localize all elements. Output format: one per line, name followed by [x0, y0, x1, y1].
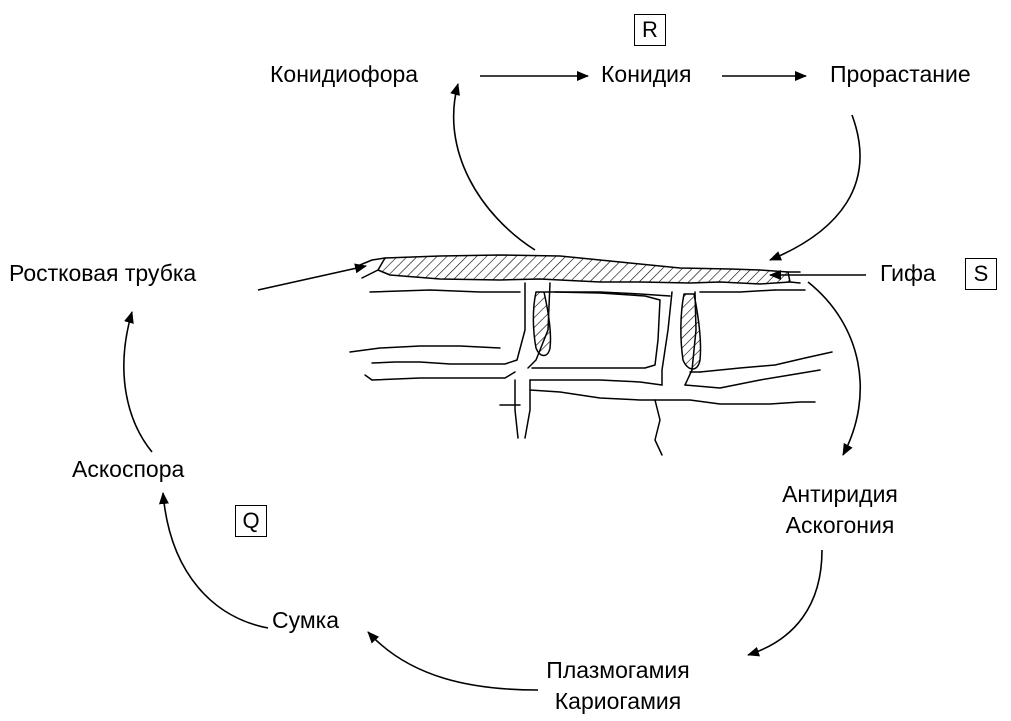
hypha-illustration: [350, 255, 832, 455]
arrow-ascospore-to-germ-tube: [124, 312, 152, 452]
label-conidium: Конидия: [601, 61, 691, 87]
label-karyogamy: Кариогамия: [538, 688, 698, 714]
arrow-ascogonium-to-plasmogamy: [748, 550, 822, 655]
marker-q: Q: [235, 505, 267, 537]
arrow-germination-to-hypha: [770, 115, 860, 260]
label-ascus: Сумка: [272, 607, 339, 633]
label-hypha: Гифа: [880, 260, 936, 286]
hyphal-wall-hatched: [378, 255, 790, 284]
arrow-hypha-to-conidiophore: [454, 84, 535, 250]
marker-r: R: [634, 14, 666, 46]
arrow-karyogamy-to-ascus: [368, 632, 538, 690]
label-ascospore: Аскоспора: [72, 456, 184, 482]
label-conidiophore: Конидиофора: [270, 61, 418, 87]
arrow-hypha-to-antheridium: [808, 282, 860, 455]
label-germ-tube: Ростковая трубка: [9, 260, 196, 286]
ascogonium-cell-left: [533, 292, 550, 356]
label-antheridium: Антиридия: [770, 481, 910, 507]
label-plasmogamy: Плазмогамия: [538, 657, 698, 683]
arrow-germ-tube-to-hypha: [258, 266, 366, 290]
label-germination: Прорастание: [830, 61, 971, 87]
label-ascogonium: Аскогония: [770, 512, 910, 538]
ascogonium-cell-right: [681, 294, 701, 369]
marker-s: S: [965, 258, 997, 290]
